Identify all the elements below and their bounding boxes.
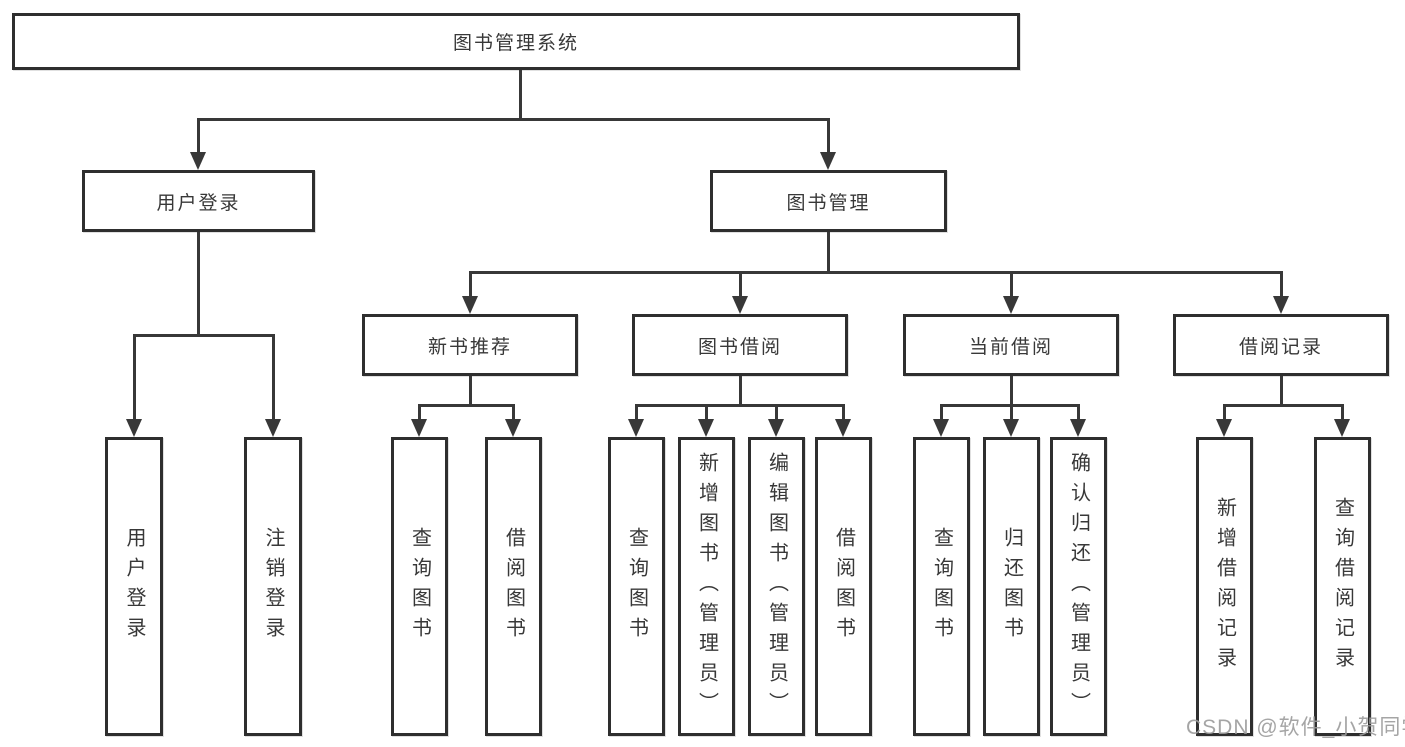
connector-line [635, 404, 845, 407]
connector-line [1223, 404, 1344, 407]
connector-line [133, 334, 136, 423]
node-new-book-recommendation: 新书推荐 [362, 314, 578, 376]
leaf-return-books: 归还图书 [983, 437, 1040, 736]
connector-line [1077, 404, 1080, 423]
leaf-query-books: 查询图书 [391, 437, 448, 736]
connector-line [1280, 376, 1283, 407]
leaf-confirm-return-admin: 确认归还（管理员） [1050, 437, 1107, 736]
leaf-label: 归还图书 [1000, 526, 1023, 647]
connector-line [418, 404, 421, 423]
node-label: 图书管理系统 [452, 33, 579, 54]
connector-line [469, 376, 472, 407]
connector-line [197, 118, 830, 121]
node-label: 图书借阅 [697, 336, 782, 358]
connector-line [739, 376, 742, 407]
connector-line [1010, 376, 1013, 407]
leaf-label: 用户登录 [123, 526, 145, 647]
arrowhead-down-icon [698, 419, 714, 437]
leaf-label: 查询图书 [408, 526, 431, 647]
arrowhead-down-icon [1216, 419, 1232, 437]
connector-line [1223, 404, 1226, 423]
leaf-label: 查询借阅记录 [1331, 496, 1354, 677]
connector-line [775, 404, 778, 423]
leaf-label: 借阅图书 [832, 526, 855, 647]
leaf-label: 查询图书 [625, 526, 648, 647]
leaf-label: 注销登录 [262, 526, 284, 647]
leaf-label: 新增图书（管理员） [695, 451, 718, 722]
arrowhead-down-icon [126, 419, 142, 437]
arrowhead-down-icon [265, 419, 281, 437]
connector-line [1010, 271, 1013, 300]
arrowhead-down-icon [505, 419, 521, 437]
leaf-label: 查询图书 [930, 526, 953, 647]
connector-line [739, 271, 742, 300]
connector-line [842, 404, 845, 423]
arrowhead-down-icon [835, 419, 851, 437]
node-user-login: 用户登录 [82, 170, 315, 232]
arrowhead-down-icon [1003, 419, 1019, 437]
leaf-label: 编辑图书（管理员） [765, 451, 788, 722]
arrowhead-down-icon [768, 419, 784, 437]
node-label: 图书管理 [786, 192, 871, 214]
node-borrowing-records: 借阅记录 [1173, 314, 1389, 376]
leaf-query-books: 查询图书 [608, 437, 665, 736]
arrowhead-down-icon [732, 296, 748, 314]
arrowhead-down-icon [1070, 419, 1086, 437]
connector-line [519, 70, 522, 120]
connector-line [133, 334, 275, 337]
arrowhead-down-icon [628, 419, 644, 437]
connector-line [940, 404, 943, 423]
connector-line [197, 118, 200, 156]
connector-line [1010, 404, 1013, 423]
connector-line [197, 232, 200, 337]
connector-line [827, 232, 830, 273]
node-book-borrowing: 图书借阅 [632, 314, 848, 376]
leaf-add-borrow-record: 新增借阅记录 [1196, 437, 1253, 736]
leaf-borrow-books: 借阅图书 [485, 437, 542, 736]
node-label: 新书推荐 [427, 336, 512, 358]
arrowhead-down-icon [1273, 296, 1289, 314]
arrowhead-down-icon [820, 152, 836, 170]
arrowhead-down-icon [933, 419, 949, 437]
leaf-query-books: 查询图书 [913, 437, 970, 736]
arrowhead-down-icon [411, 419, 427, 437]
connector-line [272, 334, 275, 423]
connector-line [469, 271, 472, 300]
leaf-edit-books-admin: 编辑图书（管理员） [748, 437, 805, 736]
node-library-management-system: 图书管理系统 [12, 13, 1020, 70]
arrowhead-down-icon [462, 296, 478, 314]
connector-line [1341, 404, 1344, 423]
connector-line [827, 118, 830, 156]
arrowhead-down-icon [190, 152, 206, 170]
leaf-user-login: 用户登录 [105, 437, 163, 736]
leaf-logout: 注销登录 [244, 437, 302, 736]
connector-line [1280, 271, 1283, 300]
leaf-label: 借阅图书 [502, 526, 525, 647]
leaf-query-borrow-record: 查询借阅记录 [1314, 437, 1371, 736]
leaf-add-books-admin: 新增图书（管理员） [678, 437, 735, 736]
node-current-borrowing: 当前借阅 [903, 314, 1119, 376]
csdn-watermark: CSDN @软件_小贺同学 [1186, 716, 1405, 739]
node-label: 用户登录 [156, 192, 241, 214]
leaf-label: 确认归还（管理员） [1067, 451, 1090, 722]
leaf-label: 新增借阅记录 [1213, 496, 1236, 677]
connector-line [705, 404, 708, 423]
node-book-management: 图书管理 [710, 170, 947, 232]
connector-line [418, 404, 515, 407]
leaf-borrow-books: 借阅图书 [815, 437, 872, 736]
node-label: 当前借阅 [968, 336, 1053, 358]
node-label: 借阅记录 [1238, 336, 1323, 358]
connector-line [512, 404, 515, 423]
arrowhead-down-icon [1334, 419, 1350, 437]
connector-line [469, 271, 1283, 274]
arrowhead-down-icon [1003, 296, 1019, 314]
connector-line [635, 404, 638, 423]
